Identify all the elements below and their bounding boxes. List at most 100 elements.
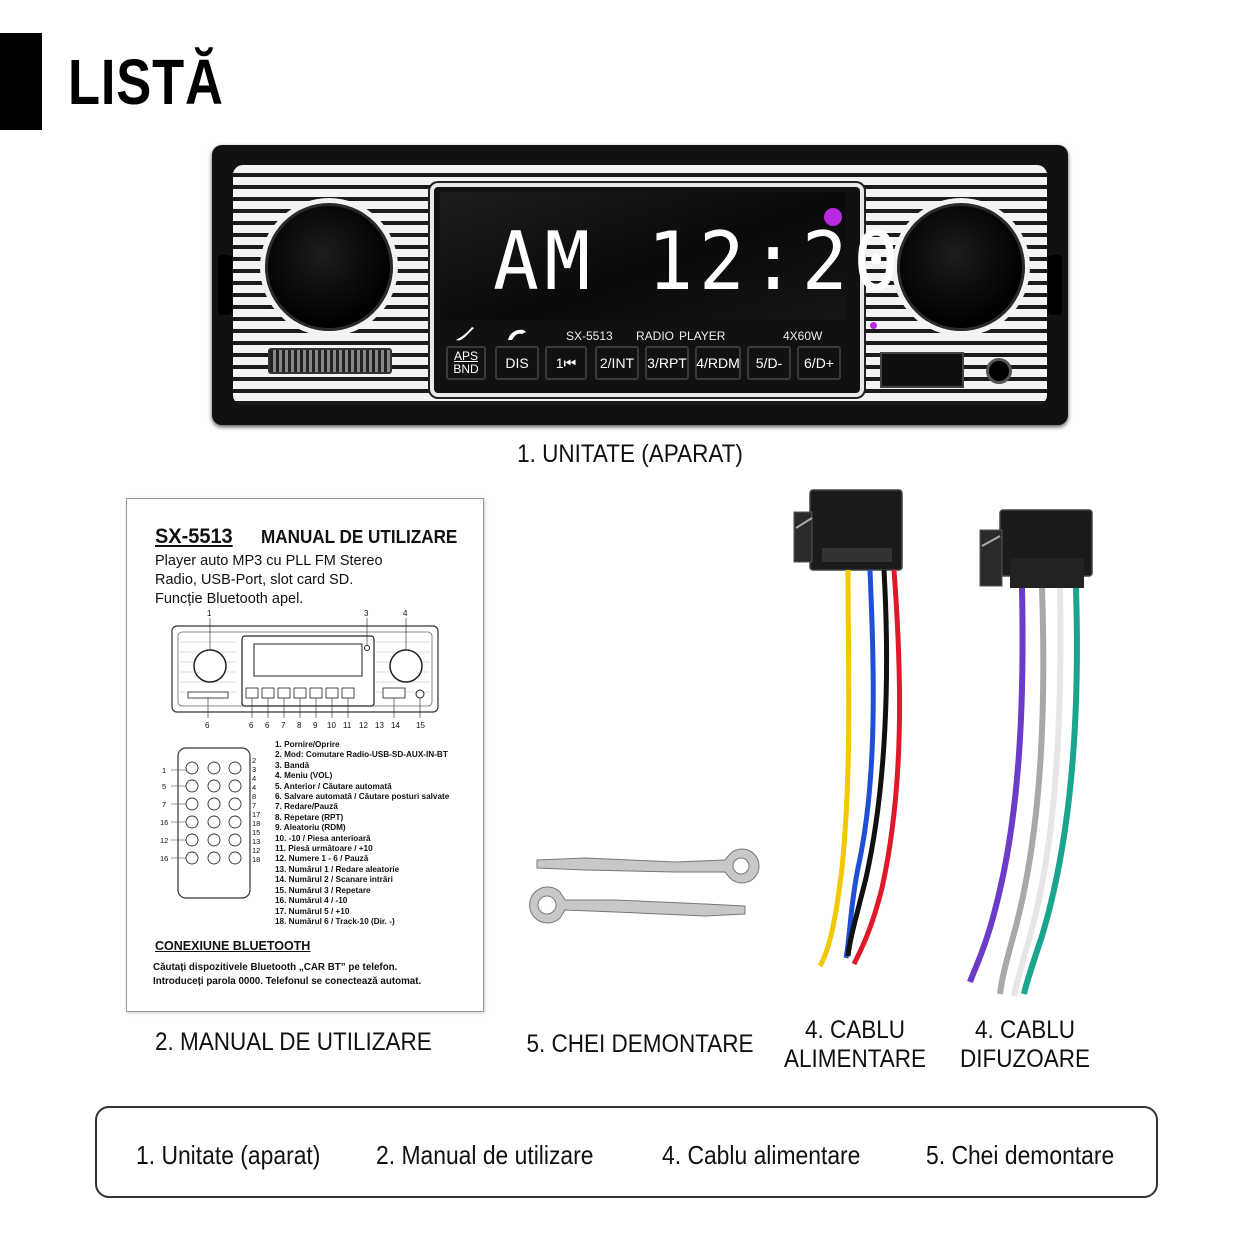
remote-number: 12: [160, 836, 168, 845]
diagram-number: 8: [297, 721, 302, 730]
model-label: SX-5513: [566, 329, 613, 343]
diagram-number: 11: [343, 721, 352, 730]
remote-number: 12: [252, 846, 260, 855]
remote-number: 7: [252, 801, 256, 810]
lcd-display: [440, 192, 846, 320]
unit-caption: 1. UNITATE (APARAT): [517, 440, 743, 468]
legend-item: 17. Numărul 5 / +10: [275, 906, 350, 916]
hangup-call-icon: [508, 329, 526, 340]
remote-number: 4: [252, 783, 256, 792]
legend-item: 3. Bandă: [275, 760, 310, 770]
diagram-number: 6: [249, 721, 254, 730]
legend-item: 15. Numărul 3 / Repetare: [275, 885, 371, 895]
remote-number: 7: [162, 800, 166, 809]
keys-caption: 5. CHEI DEMONTARE: [526, 1030, 754, 1058]
legend-item: 11. Piesă următoare / +10: [275, 844, 373, 854]
aux-jack: [986, 358, 1012, 384]
removal-key-top: [536, 848, 760, 884]
power-cable-caption-line: ALIMENTARE: [783, 1045, 927, 1073]
manual-desc-line: Radio, USB-Port, slot card SD.: [155, 572, 354, 588]
aps-label: APS: [453, 349, 478, 363]
remote-number: 16: [160, 854, 168, 863]
manual-description: Player auto MP3 cu PLL FM Stereo Radio, …: [155, 552, 383, 609]
diagram-number: 10: [327, 721, 336, 730]
bluetooth-section-text: Căutați dispozitivele Bluetooth „CAR BT”…: [153, 961, 421, 989]
preset-3-rpt-button[interactable]: 3/RPT: [645, 346, 689, 380]
diagram-number: 6: [205, 721, 210, 730]
legend-item: 6. Salvare automată / Căutare posturi sa…: [275, 792, 450, 802]
aps-bnd-button[interactable]: APS BND: [446, 346, 486, 380]
manual-remote-diagram: 1 5 7 16 12 16 2 3 4 4 8 7 17 18 15 13 1…: [160, 747, 260, 899]
diagram-number: 6: [265, 721, 270, 730]
diagram-number: 13: [375, 721, 384, 730]
remote-number: 3: [252, 765, 256, 774]
power-label: 4X60W: [783, 329, 823, 343]
remote-number: 16: [160, 818, 168, 827]
bluetooth-section-title: CONEXIUNE BLUETOOTH: [155, 939, 311, 953]
legend-item: 7. Redare/Pauză: [275, 802, 338, 812]
summary-item-manual: 2. Manual de utilizare: [376, 1140, 594, 1170]
legend-item: 16. Numărul 4 / -10: [275, 896, 348, 906]
left-mount-clip: [218, 255, 232, 315]
power-cable-image: [793, 489, 903, 968]
mic-indicator-dot: [870, 322, 877, 329]
legend-item: 4. Meniu (VOL): [275, 771, 333, 781]
preset-4-rdm-button[interactable]: 4/RDM: [695, 346, 741, 380]
removal-keys-image: [529, 848, 760, 924]
summary-box: [95, 1106, 1158, 1198]
preset-6-button[interactable]: 6/D+: [797, 346, 841, 380]
remote-number: 15: [252, 828, 260, 837]
preset-2-int-button[interactable]: 2/INT: [595, 346, 639, 380]
bt-line: Introduceți parola 0000. Telefonul se co…: [153, 976, 422, 987]
power-cable-caption: 4. CABLU ALIMENTARE: [770, 1016, 941, 1074]
tuning-knob[interactable]: [897, 203, 1025, 331]
phone-icons: [456, 327, 526, 341]
diagram-number: 12: [359, 721, 368, 730]
manual-desc-line: Player auto MP3 cu PLL FM Stereo: [155, 553, 383, 569]
manual-desc-line: Funcție Bluetooth apel.: [155, 591, 304, 607]
bt-line: Căutați dispozitivele Bluetooth „CAR BT”…: [153, 962, 398, 973]
dis-button[interactable]: DIS: [495, 346, 539, 380]
title-accent-bar: [0, 33, 42, 130]
summary-item-keys: 5. Chei demontare: [926, 1140, 1115, 1170]
preset-5-button[interactable]: 5/D-: [747, 346, 791, 380]
player-label: PLAYER: [679, 329, 726, 343]
legend-item: 1. Pornire/Oprire: [275, 740, 340, 749]
bluetooth-indicator-dot: [824, 208, 842, 226]
diagram-number: 3: [364, 609, 369, 618]
manual-legend: 1. Pornire/Oprire 2. Mod: Comutare Radio…: [275, 740, 449, 927]
right-mount-clip: [1048, 255, 1062, 315]
legend-item: 2. Mod: Comutare Radio-USB-SD-AUX-IN-BT: [275, 750, 448, 760]
manual-unit-diagram: 1 3 4 6 6 6 7 8 9 10 11 12 13 14 15: [171, 609, 439, 730]
legend-item: 14. Numărul 2 / Scanare intrări: [275, 875, 393, 885]
manual-model: SX-5513: [155, 525, 233, 548]
legend-item: 12. Numere 1 - 6 / Pauză: [275, 854, 369, 864]
legend-item: 9. Aleatoriu (RDM): [275, 823, 346, 833]
power-cable-caption-line: 4. CABLU: [804, 1016, 906, 1044]
summary-item-power-cable: 4. Cablu alimentare: [662, 1140, 861, 1170]
summary-item-unit: 1. Unitate (aparat): [136, 1140, 321, 1170]
speaker-cable-caption-line: 4. CABLU: [974, 1016, 1076, 1044]
bnd-label: BND: [453, 362, 479, 376]
remote-number: 4: [252, 774, 256, 783]
manual-caption: 2. MANUAL DE UTILIZARE: [155, 1028, 432, 1056]
legend-item: 8. Repetare (RPT): [275, 812, 344, 822]
answer-call-icon: [456, 327, 474, 341]
speaker-cable-image: [967, 509, 1093, 997]
speaker-cable-caption: 4. CABLU DIFUZOARE: [940, 1016, 1111, 1074]
preset-1-button[interactable]: 1⏮: [545, 346, 587, 380]
remote-number: 8: [252, 792, 256, 801]
manual-heading: MANUAL DE UTILIZARE: [261, 527, 458, 547]
diagram-number: 9: [313, 721, 318, 730]
remote-number: 18: [252, 855, 260, 864]
radio-label: RADIO: [636, 329, 675, 343]
diagram-number: 7: [281, 721, 286, 730]
diagram-number: 1: [207, 609, 212, 618]
volume-knob[interactable]: [265, 203, 393, 331]
display-readout: AM 12:20: [493, 215, 905, 308]
page-title: LISTĂ: [68, 46, 224, 118]
remote-number: 1: [162, 766, 166, 775]
legend-item: 13. Numărul 1 / Redare aleatorie: [275, 864, 400, 874]
diagram-number: 14: [391, 721, 400, 730]
legend-item: 18. Numărul 6 / Track-10 (Dir. -): [275, 916, 395, 926]
